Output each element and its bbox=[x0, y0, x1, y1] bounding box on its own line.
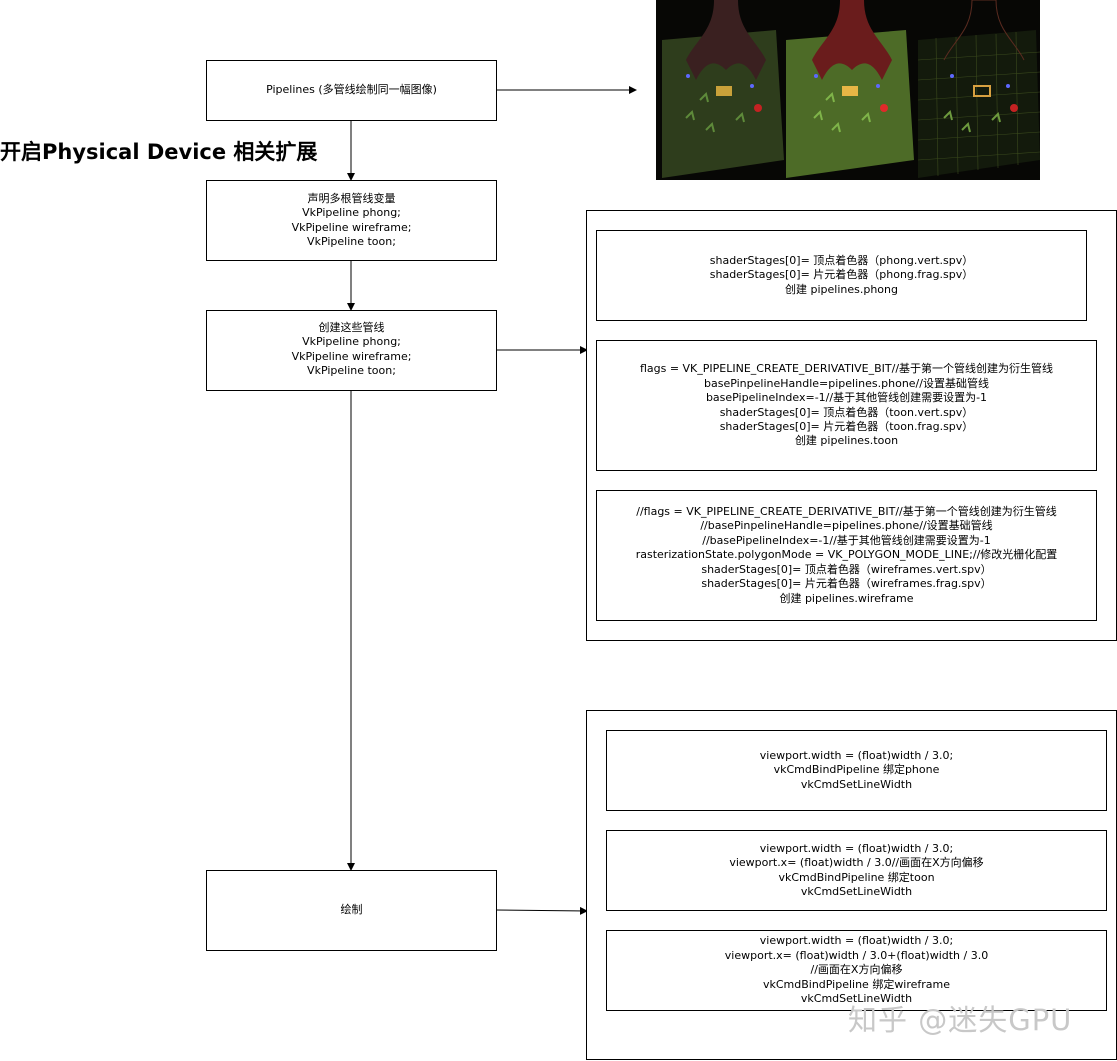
node-create-pipelines: 创建这些管线 VkPipeline phong; VkPipeline wire… bbox=[206, 310, 497, 391]
node-line: Pipelines (多管线绘制同一幅图像) bbox=[266, 83, 437, 97]
diagram-heading: 开启Physical Device 相关扩展 bbox=[0, 140, 318, 164]
draw-detail-wireframe: viewport.width = (float)width / 3.0; vie… bbox=[606, 930, 1107, 1011]
watermark-text: 知乎 @迷失GPU bbox=[848, 1003, 1073, 1037]
node-declare-variables: 声明多根管线变量 VkPipeline phong; VkPipeline wi… bbox=[206, 180, 497, 261]
node-line: 绘制 bbox=[340, 903, 363, 917]
detail-line: viewport.width = (float)width / 3.0; bbox=[759, 841, 954, 855]
detail-line: shaderStages[0]= 顶点着色器（phong.vert.spv） bbox=[709, 253, 974, 267]
detail-line: viewport.width = (float)width / 3.0; bbox=[759, 748, 954, 762]
detail-line: vkCmdBindPipeline 绑定wireframe bbox=[762, 977, 951, 991]
detail-line: shaderStages[0]= 顶点着色器（toon.vert.spv） bbox=[719, 405, 974, 419]
detail-line: 创建 pipelines.wireframe bbox=[779, 591, 914, 605]
detail-line: shaderStages[0]= 片元着色器（phong.frag.spv） bbox=[709, 268, 974, 282]
node-line: VkPipeline phong; bbox=[302, 335, 401, 349]
detail-line: basePinpelineHandle=pipelines.phone//设置基… bbox=[704, 376, 989, 390]
detail-line: //basePinpelineHandle=pipelines.phone//设… bbox=[700, 519, 993, 533]
detail-line: flags = VK_PIPELINE_CREATE_DERIVATIVE_BI… bbox=[639, 362, 1054, 376]
detail-line: shaderStages[0]= 片元着色器（wireframes.frag.s… bbox=[701, 577, 992, 591]
viewport-wireframe bbox=[917, 0, 1040, 178]
detail-line: viewport.x= (float)width / 3.0//画面在X方向偏移 bbox=[729, 856, 984, 870]
detail-line: //basePipelineIndex=-1//基于其他管线创建需要设置为-1 bbox=[702, 533, 991, 547]
detail-line: viewport.x= (float)width / 3.0+(float)wi… bbox=[724, 948, 989, 962]
detail-line: //画面在X方向偏移 bbox=[810, 963, 903, 977]
detail-line: shaderStages[0]= 片元着色器（toon.frag.spv） bbox=[719, 419, 974, 433]
create-detail-toon: flags = VK_PIPELINE_CREATE_DERIVATIVE_BI… bbox=[596, 340, 1097, 471]
detail-line: vkCmdBindPipeline 绑定toon bbox=[778, 870, 935, 884]
detail-line: vkCmdBindPipeline 绑定phone bbox=[773, 763, 940, 777]
create-detail-wireframe: //flags = VK_PIPELINE_CREATE_DERIVATIVE_… bbox=[596, 490, 1097, 621]
detail-line: viewport.width = (float)width / 3.0; bbox=[759, 934, 954, 948]
create-detail-phong: shaderStages[0]= 顶点着色器（phong.vert.spv） s… bbox=[596, 230, 1087, 321]
detail-line: //flags = VK_PIPELINE_CREATE_DERIVATIVE_… bbox=[636, 505, 1057, 519]
node-line: VkPipeline toon; bbox=[307, 364, 396, 378]
draw-detail-toon: viewport.width = (float)width / 3.0; vie… bbox=[606, 830, 1107, 911]
detail-line: 创建 pipelines.phong bbox=[784, 282, 898, 296]
node-line: VkPipeline wireframe; bbox=[291, 349, 412, 363]
detail-line: 创建 pipelines.toon bbox=[794, 434, 899, 448]
node-draw: 绘制 bbox=[206, 870, 497, 951]
node-line: VkPipeline phong; bbox=[302, 206, 401, 220]
viewport-toon bbox=[786, 0, 914, 178]
node-line: 创建这些管线 bbox=[318, 321, 385, 334]
detail-line: shaderStages[0]= 顶点着色器（wireframes.vert.s… bbox=[701, 562, 992, 576]
node-pipelines: Pipelines (多管线绘制同一幅图像) bbox=[206, 60, 497, 121]
detail-line: rasterizationState.polygonMode = VK_POLY… bbox=[635, 548, 1058, 562]
draw-detail-phong: viewport.width = (float)width / 3.0; vkC… bbox=[606, 730, 1107, 811]
detail-line: vkCmdSetLineWidth bbox=[800, 992, 913, 1006]
node-line: VkPipeline toon; bbox=[307, 234, 396, 248]
detail-line: vkCmdSetLineWidth bbox=[800, 777, 913, 791]
viewport-phong bbox=[662, 0, 784, 178]
detail-line: basePipelineIndex=-1//基于其他管线创建需要设置为-1 bbox=[705, 391, 988, 405]
arrow-draw-to-details bbox=[495, 906, 588, 915]
detail-line: vkCmdSetLineWidth bbox=[800, 884, 913, 898]
rendered-scene-image bbox=[656, 0, 1040, 180]
node-line: 声明多根管线变量 bbox=[307, 191, 396, 205]
node-line: VkPipeline wireframe; bbox=[291, 220, 412, 234]
